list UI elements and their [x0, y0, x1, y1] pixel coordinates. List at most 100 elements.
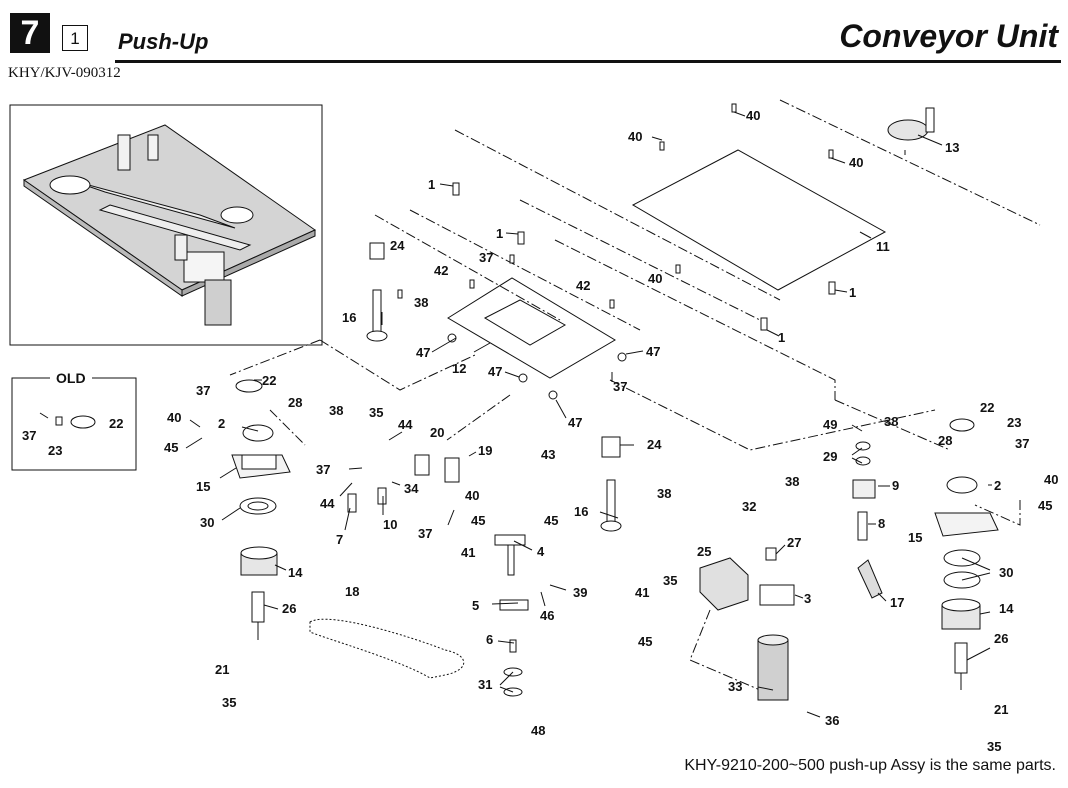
part-callout-40: 40 — [746, 108, 760, 123]
part-callout-37: 37 — [613, 379, 627, 394]
part-callout-45: 45 — [1038, 498, 1052, 513]
part-callout-37: 37 — [1015, 436, 1029, 451]
part-callout-2: 2 — [994, 478, 1001, 493]
part-callout-30: 30 — [999, 565, 1013, 580]
fasteners — [397, 103, 836, 400]
part-callout-48: 48 — [531, 723, 545, 738]
part-callout-16: 16 — [574, 504, 588, 519]
part-callout-32: 32 — [742, 499, 756, 514]
part-callout-35: 35 — [987, 739, 1001, 754]
part-callout-30: 30 — [200, 515, 214, 530]
assembly-view-frame — [9, 104, 323, 346]
part-callout-22: 22 — [980, 400, 994, 415]
part-callout-37: 37 — [196, 383, 210, 398]
part-callout-28: 28 — [938, 433, 952, 448]
part-callout-14: 14 — [288, 565, 303, 580]
part-callout-34: 34 — [404, 481, 419, 496]
part-callout-28: 28 — [288, 395, 302, 410]
part-callout-21: 21 — [215, 662, 229, 677]
part-callout-23: 23 — [1007, 415, 1021, 430]
footer-note: KHY-9210-200~500 push-up Assy is the sam… — [684, 757, 1056, 774]
page-title: Push-Up — [118, 29, 209, 54]
part-callout-47: 47 — [488, 364, 502, 379]
part-callout-38: 38 — [329, 403, 343, 418]
part-callout-44: 44 — [320, 496, 335, 511]
part-callout-46: 46 — [540, 608, 554, 623]
part-callout-1: 1 — [778, 330, 785, 345]
part-callout-41: 41 — [635, 585, 649, 600]
part-callout-22: 22 — [262, 373, 276, 388]
old-version-label: OLD — [50, 370, 92, 386]
part-callout-35: 35 — [663, 573, 677, 588]
part-callout-5: 5 — [472, 598, 479, 613]
part-callout-40: 40 — [628, 129, 642, 144]
part-callout-40: 40 — [167, 410, 181, 425]
part-callout-47: 47 — [646, 344, 660, 359]
part-callout-15: 15 — [908, 530, 922, 545]
part-callout-1: 1 — [496, 226, 503, 241]
part-callout-35: 35 — [369, 405, 383, 420]
part-callout-2: 2 — [218, 416, 225, 431]
part-callout-38: 38 — [414, 295, 428, 310]
part-callout-38: 38 — [657, 486, 671, 501]
part-callout-13: 13 — [945, 140, 959, 155]
part-callout-45: 45 — [471, 513, 485, 528]
part-callout-26: 26 — [282, 601, 296, 616]
part-callout-16: 16 — [342, 310, 356, 325]
part-callout-26: 26 — [994, 631, 1008, 646]
part-callout-1: 1 — [428, 177, 435, 192]
part-callout-6: 6 — [486, 632, 493, 647]
part-callout-4: 4 — [537, 544, 545, 559]
part-callout-49: 49 — [823, 417, 837, 432]
part-callout-9: 9 — [892, 478, 899, 493]
part-callout-3: 3 — [804, 591, 811, 606]
part-callout-17: 17 — [890, 595, 904, 610]
part-callout-1: 1 — [849, 285, 856, 300]
part-callout-25: 25 — [697, 544, 711, 559]
part-callout-20: 20 — [430, 425, 444, 440]
part-callout-44: 44 — [398, 417, 413, 432]
part-callout-43: 43 — [541, 447, 555, 462]
part-callout-29: 29 — [823, 449, 837, 464]
part-callout-40: 40 — [849, 155, 863, 170]
part-callout-42: 42 — [434, 263, 448, 278]
assembled-unit-illustration — [22, 124, 317, 326]
part-callout-47: 47 — [416, 345, 430, 360]
old-version-parts — [39, 412, 96, 429]
base-plate — [631, 149, 887, 291]
section-number: 1 — [62, 25, 88, 51]
part-callout-35: 35 — [222, 695, 236, 710]
part-callout-37: 37 — [418, 526, 432, 541]
part-callout-19: 19 — [478, 443, 492, 458]
part-callout-42: 42 — [576, 278, 590, 293]
old-part-callout-37: 37 — [22, 428, 36, 443]
part-callout-40: 40 — [465, 488, 479, 503]
part-callout-45: 45 — [164, 440, 178, 455]
part-callout-47: 47 — [568, 415, 582, 430]
part-callout-37: 37 — [316, 462, 330, 477]
part-callout-31: 31 — [478, 677, 492, 692]
part-callout-12: 12 — [452, 361, 466, 376]
part-callout-21: 21 — [994, 702, 1008, 717]
part-callout-27: 27 — [787, 535, 801, 550]
part-callout-40: 40 — [648, 271, 662, 286]
part-callout-40: 40 — [1044, 472, 1058, 487]
phantom-lines — [229, 99, 1041, 691]
part-callout-33: 33 — [728, 679, 742, 694]
old-part-callout-22: 22 — [109, 416, 123, 431]
part-callout-37: 37 — [479, 250, 493, 265]
part-callout-38: 38 — [785, 474, 799, 489]
chapter-number: 7 — [10, 13, 50, 53]
document-code: KHY/KJV-090312 — [8, 65, 121, 81]
part-callout-36: 36 — [825, 713, 839, 728]
part-callout-18: 18 — [345, 584, 359, 599]
old-part-callout-23: 23 — [48, 443, 62, 458]
part-callout-15: 15 — [196, 479, 210, 494]
unit-name: Conveyor Unit — [839, 18, 1058, 54]
part-callout-10: 10 — [383, 517, 397, 532]
part-callout-39: 39 — [573, 585, 587, 600]
part-callout-8: 8 — [878, 516, 885, 531]
part-callout-7: 7 — [336, 532, 343, 547]
